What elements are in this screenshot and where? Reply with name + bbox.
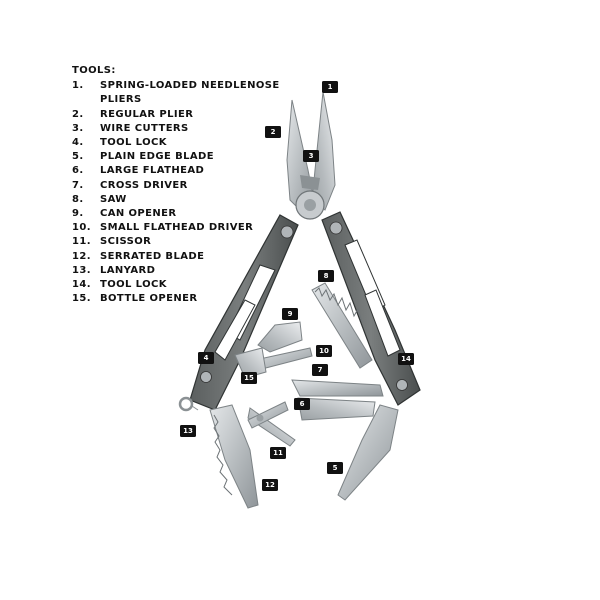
legend-item: 5. PLAIN EDGE BLADE <box>72 150 282 164</box>
callout-5: 5 <box>327 462 343 474</box>
legend-item: 3. WIRE CUTTERS <box>72 122 282 136</box>
legend-item: 12. SERRATED BLADE <box>72 250 282 264</box>
legend-item-label: BOTTLE OPENER <box>100 293 198 305</box>
callout-13: 13 <box>180 425 196 437</box>
legend-item-label: REGULAR PLIER <box>100 108 194 120</box>
callout-4: 4 <box>198 352 214 364</box>
legend-title: TOOLS: <box>72 65 116 76</box>
serrated-blade <box>209 404 259 509</box>
legend-item-number: 9. <box>72 208 84 220</box>
callout-9: 9 <box>282 308 298 320</box>
legend-item-number: 11. <box>72 236 91 248</box>
cross-driver <box>291 379 384 397</box>
legend-item-number: 13. <box>72 264 91 276</box>
plain-edge-blade <box>337 404 399 501</box>
legend-item-label: SERRATED BLADE <box>100 250 205 262</box>
legend-item: 13. LANYARD <box>72 264 282 278</box>
legend-item-label: SAW <box>100 193 127 205</box>
callout-3: 3 <box>303 150 319 162</box>
legend-item-number: 4. <box>72 137 84 149</box>
legend-item-number: 2. <box>72 108 84 120</box>
legend-item-label: LARGE FLATHEAD <box>100 165 205 177</box>
legend-item: 1. SPRING-LOADED NEEDLENOSE PLIERS <box>72 79 282 107</box>
legend-item-number: 5. <box>72 151 84 163</box>
legend-item: 11. SCISSOR <box>72 235 282 249</box>
callout-2: 2 <box>265 126 281 138</box>
legend-item-label: SMALL FLATHEAD DRIVER <box>100 222 254 234</box>
legend-item-number: 1. <box>72 80 84 92</box>
tool-legend: TOOLS: 1. SPRING-LOADED NEEDLENOSE PLIERS… <box>72 64 282 306</box>
legend-item: 14. TOOL LOCK <box>72 278 282 292</box>
legend-item-label: CROSS DRIVER <box>100 179 188 191</box>
lanyard <box>178 396 199 412</box>
callout-7: 7 <box>312 364 328 376</box>
legend-item: 10. SMALL FLATHEAD DRIVER <box>72 221 282 235</box>
cutter-notch <box>300 175 320 190</box>
legend-item-number: 7. <box>72 179 84 191</box>
needlenose-pliers <box>286 91 336 220</box>
legend-item-number: 14. <box>72 279 91 291</box>
legend-item: 7. CROSS DRIVER <box>72 179 282 193</box>
right-handle <box>321 211 421 406</box>
callout-1: 1 <box>322 81 338 93</box>
large-flathead <box>297 397 376 421</box>
legend-item-number: 8. <box>72 193 84 205</box>
legend-item-label: TOOL LOCK <box>100 137 167 149</box>
legend-item: 4. TOOL LOCK <box>72 136 282 150</box>
legend-item-number: 10. <box>72 222 91 234</box>
callout-8: 8 <box>318 270 334 282</box>
legend-item-number: 12. <box>72 250 91 262</box>
legend-item: 6. LARGE FLATHEAD <box>72 164 282 178</box>
legend-item-label: PLAIN EDGE BLADE <box>100 151 214 163</box>
legend-item-label: WIRE CUTTERS <box>100 122 189 134</box>
legend-item-label: LANYARD <box>100 264 156 276</box>
legend-item: 9. CAN OPENER <box>72 207 282 221</box>
saw-blade <box>311 282 373 369</box>
legend-item: 2. REGULAR PLIER <box>72 108 282 122</box>
callout-12: 12 <box>262 479 278 491</box>
callout-14: 14 <box>398 353 414 365</box>
callout-15: 15 <box>241 372 257 384</box>
callout-6: 6 <box>294 398 310 410</box>
legend-item-label: SCISSOR <box>100 236 152 248</box>
legend-item: 8. SAW <box>72 193 282 207</box>
legend-item-number: 3. <box>72 122 84 134</box>
legend-item-label: TOOL LOCK <box>100 279 167 291</box>
legend-item-label: CAN OPENER <box>100 208 177 220</box>
bottle-opener <box>234 347 267 379</box>
pivot-center <box>304 199 316 211</box>
legend-item-number: 6. <box>72 165 84 177</box>
legend-item: 15. BOTTLE OPENER <box>72 292 282 306</box>
legend-item-number: 15. <box>72 293 91 305</box>
callout-11: 11 <box>270 447 286 459</box>
legend-item-label: SPRING-LOADED NEEDLENOSE PLIERS <box>100 80 280 106</box>
scissor <box>247 401 296 447</box>
can-opener <box>257 321 303 353</box>
callout-10: 10 <box>316 345 332 357</box>
